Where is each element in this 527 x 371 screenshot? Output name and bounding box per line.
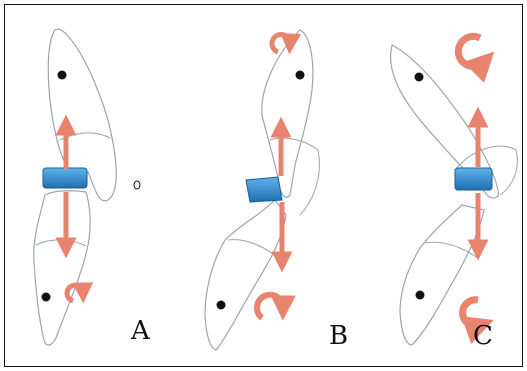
lower-tooth-a [33, 190, 91, 346]
panel-label-b: B [329, 321, 349, 351]
pivot-dot-upper-c [414, 72, 424, 82]
panel-b [204, 29, 320, 351]
upper-tooth-b-detail [269, 137, 320, 216]
upper-tooth-c-detail [454, 145, 518, 196]
upper-tooth-a [47, 28, 117, 202]
lower-tooth-b-detail [227, 239, 279, 259]
pivot-dot-upper-a [57, 70, 67, 80]
small-mark-a [133, 180, 141, 190]
contact-block-a [42, 167, 88, 189]
rotation-arrow-lower-b [254, 291, 296, 321]
pivot-dot-lower-b [216, 300, 226, 310]
rotation-arrow-upper-b [269, 32, 302, 55]
rotation-arrow-lower-c [459, 296, 494, 344]
rotation-arrow-a [64, 282, 94, 304]
contact-block-c [454, 167, 493, 191]
rotation-arrow-upper-c [454, 32, 495, 83]
lower-tooth-b [204, 199, 287, 351]
panel-a [33, 28, 141, 346]
lower-tooth-a-detail [35, 239, 87, 247]
upper-tooth-c [390, 44, 499, 199]
pivot-dot-lower-a [41, 292, 51, 302]
upper-tooth-b [261, 29, 314, 198]
contact-block-b [245, 176, 283, 203]
panel-label-c: C [473, 321, 493, 351]
pivot-dot-lower-c [415, 290, 425, 300]
lower-tooth-c [399, 204, 485, 346]
panel-c [390, 32, 518, 346]
pivot-dot-upper-b [295, 70, 305, 80]
panel-label-a: A [131, 316, 150, 346]
